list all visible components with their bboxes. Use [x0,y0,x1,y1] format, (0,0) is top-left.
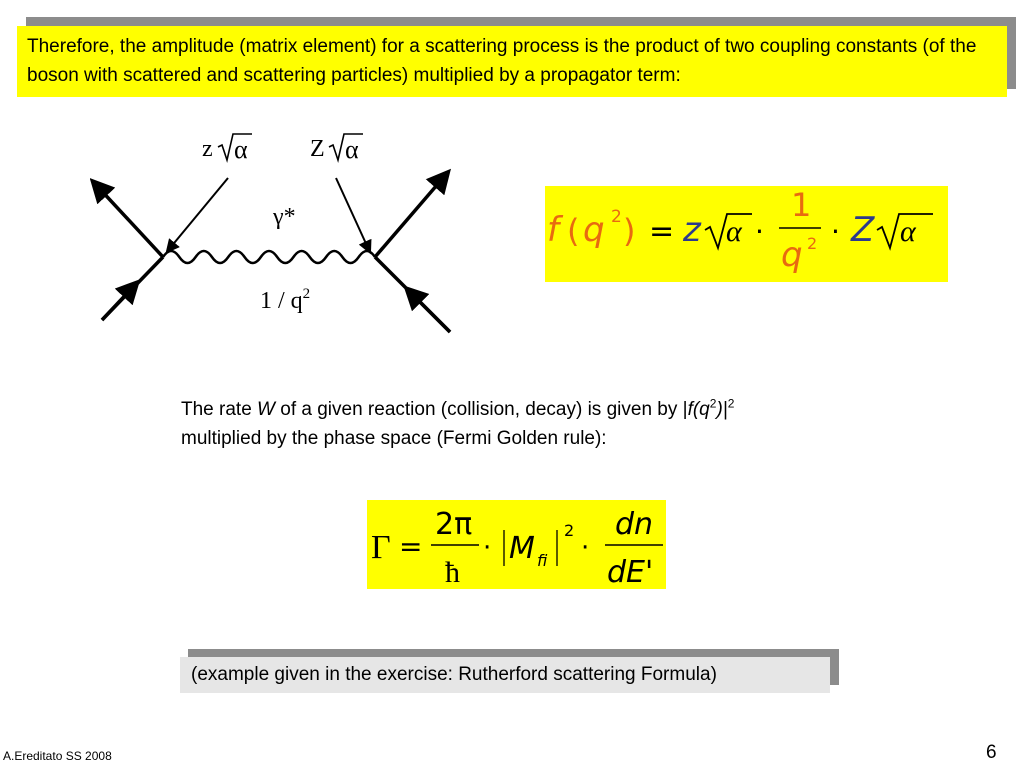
left-sqrt-sign [217,133,252,163]
rate-close: )| [716,399,728,420]
numerator-one: 1 [791,186,811,224]
propagator-label: 1 / q2 [260,286,310,314]
M-symbol: M [509,531,535,566]
q-symbol: q [583,210,605,250]
lparen: ( [567,212,579,250]
example-note-text: (example given in the exercise: Rutherfo… [191,664,717,685]
rate-text-part1: The rate [181,399,258,420]
rate-paragraph: The rate W of a given reaction (collisio… [181,395,881,453]
fermion-line-right-top [373,168,451,259]
z-symbol: z [682,210,702,250]
M-subscript: fi [537,551,548,570]
dE: dE' [607,555,653,589]
footer-author: A.Ereditato SS 2008 [3,749,112,763]
coupling-arrow-left [165,177,229,254]
left-coupling-label: z [202,136,213,162]
dot-1: · [483,533,491,563]
example-note-box: (example given in the exercise: Rutherfo… [180,657,830,693]
right-alpha: α [345,135,359,164]
q-exponent: 2 [611,207,622,227]
page-number: 6 [986,742,997,763]
rate-text-line2: multiplied by the phase space (Fermi Gol… [181,428,607,449]
fermion-arrow-left-bottom [100,279,141,322]
intro-box: Therefore, the amplitude (matrix element… [17,26,1007,97]
alpha-1: α [726,215,743,248]
amplitude-formula: f ( q 2 ) = z α · 1 q 2 · Z α [545,186,948,282]
intro-text: Therefore, the amplitude (matrix element… [27,36,977,86]
boson-label: γ* [272,204,296,230]
rate-sup1: 2 [709,396,717,411]
alpha-2: α [900,215,917,248]
rate-fq: f(q [687,399,710,420]
fermi-golden-rule-formula: Γ = 2π ħ · M fi 2 · dn dE' [367,500,666,589]
two-pi: 2π [435,507,472,542]
dot-2: · [581,533,589,563]
sqrt-sign-1 [704,213,752,251]
dot-2: · [831,215,840,248]
sqrt-sign-2 [876,213,933,251]
denominator-exp: 2 [807,234,817,253]
left-alpha: α [234,135,248,164]
right-coupling-label: Z [310,136,325,162]
equals-sign: = [399,530,422,563]
right-sqrt-sign [328,133,363,163]
rate-text-part2: of a given reaction (collision, decay) i… [274,399,688,420]
rparen: ) [623,212,635,250]
coupling-arrow-right [335,177,372,255]
rate-W: W [257,399,275,420]
denominator-q: q [781,235,803,275]
feynman-diagram: z α Z α γ* 1 / q2 [90,133,452,334]
fermion-arrow-right-bottom [403,285,452,334]
M-exponent: 2 [564,521,574,540]
dot-1: · [755,215,764,248]
dn: dn [615,507,653,542]
equals-sign: = [649,214,674,249]
gamma-symbol: Γ [371,529,391,566]
Z-symbol: Z [850,210,875,250]
fermion-line-left-top [90,178,165,259]
hbar: ħ [445,556,460,589]
rate-sup2: 2 [727,396,735,411]
photon-propagator [161,249,377,265]
